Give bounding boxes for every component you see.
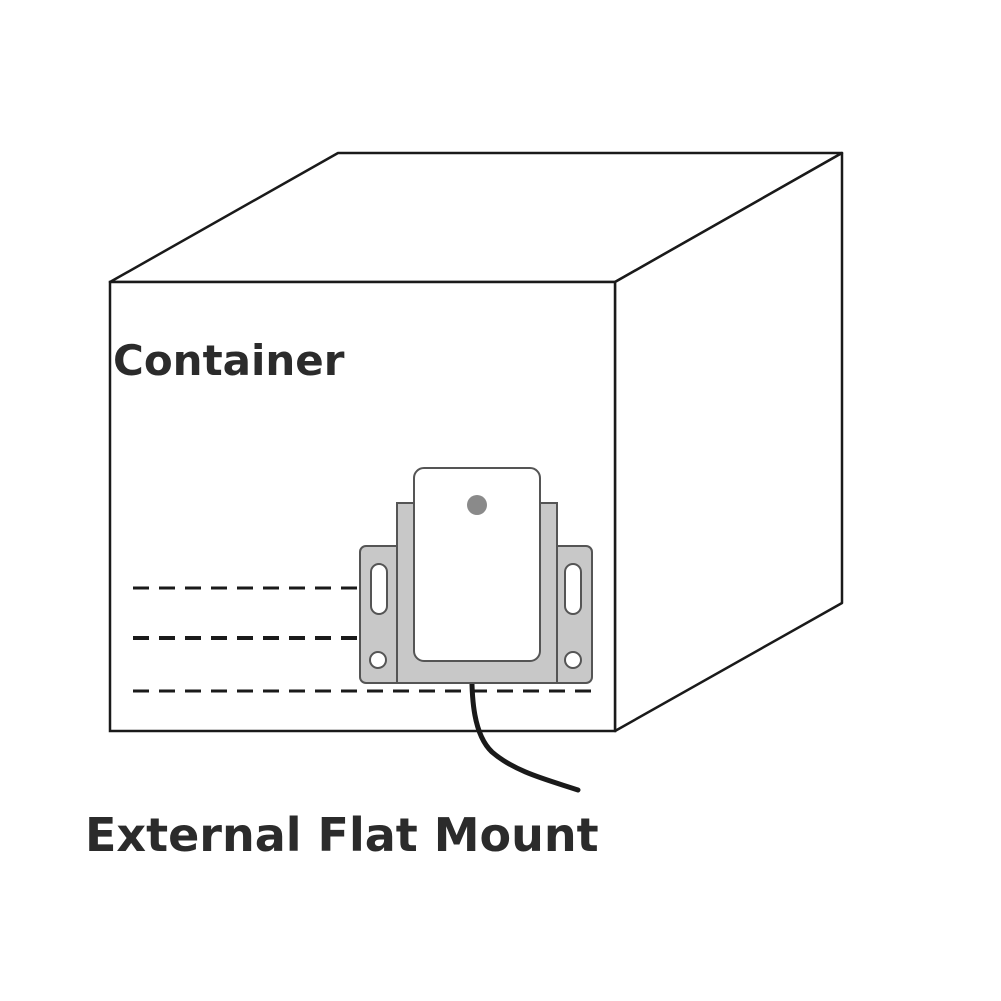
bracket-right-slot (564, 563, 582, 615)
mount-type-label: External Flat Mount (85, 808, 599, 862)
bracket-left-slot (370, 563, 388, 615)
container-label: Container (113, 336, 345, 385)
sensor-cable (469, 659, 581, 793)
bracket-left-hole (369, 651, 387, 669)
sensor-led (467, 495, 487, 515)
bracket-right-hole (564, 651, 582, 669)
sensor-device (413, 467, 541, 662)
